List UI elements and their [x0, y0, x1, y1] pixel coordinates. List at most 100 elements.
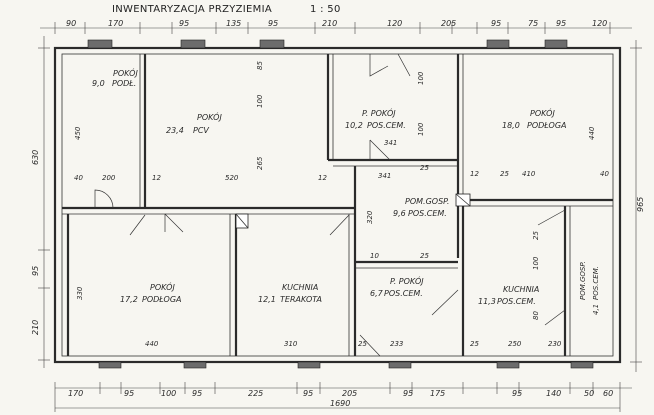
inner-dim-25e: 25	[470, 340, 479, 348]
inner-dim-10: 10	[370, 252, 379, 260]
left-dim-2: 95	[31, 266, 40, 276]
inner-dim-440b: 440	[145, 340, 159, 348]
inner-dim-85: 85	[256, 61, 264, 70]
bottom-dim-3: 100	[161, 389, 176, 398]
inner-dim-25a: 25	[420, 164, 429, 172]
bottom-dim-2: 95	[124, 389, 134, 398]
inner-dim-100c: 100	[417, 122, 425, 136]
room-6-floor: PODŁOGA	[142, 295, 182, 304]
room-5-name: POM.GOSP.	[405, 197, 449, 206]
inner-dim-12b: 12	[318, 174, 327, 182]
bottom-dim-9: 175	[430, 389, 445, 398]
inner-dim-25f: 230	[548, 340, 562, 348]
room-7-floor: TERAKOTA	[280, 295, 322, 304]
inner-dim-341a: 341	[384, 139, 397, 147]
top-dim-1: 90	[66, 19, 76, 28]
right-dimension-line: 965	[630, 40, 645, 372]
room-label-pom-gosp-2: POM.GOSP. 4,1 POS.CEM.	[579, 261, 600, 315]
bottom-dim-10: 95	[512, 389, 522, 398]
interior-walls	[62, 54, 613, 356]
room-8-name: P. POKÓJ	[390, 275, 424, 286]
inner-dim-100b: 100	[417, 71, 425, 85]
total-width-dim: 1690	[330, 399, 350, 408]
doors	[94, 53, 566, 357]
left-dimension-line: 630 95 210	[31, 36, 50, 368]
inner-dim-80: 100	[532, 256, 540, 270]
room-label-pokoj-3: POKÓJ 18,0 PODŁOGA	[502, 107, 567, 130]
bottom-dim-11: 140	[546, 389, 561, 398]
room-6-name: POKÓJ	[150, 281, 175, 292]
inner-dim-230: 80	[532, 311, 540, 320]
top-dim-7: 120	[387, 19, 402, 28]
room-4-area: 18,0	[502, 121, 520, 130]
inner-dim-310: 310	[284, 340, 298, 348]
room-10-area: 4,1	[592, 304, 600, 315]
room-3-name: P. POKÓJ	[362, 107, 396, 118]
room-label-kuchnia-2: KUCHNIA 11,3 POS.CEM.	[478, 285, 539, 306]
room-label-pom-gosp-1: POM.GOSP. 9,6 POS.CEM.	[393, 197, 449, 218]
plan-title: INWENTARYZACJA PRZYZIEMIA	[112, 4, 272, 15]
room-6-area: 17,2	[120, 295, 138, 304]
room-label-p-pokoj-1: P. POKÓJ 10,2 POS.CEM.	[345, 107, 406, 130]
inner-dimensions: 450 40 200 12 520 12 265 100 85 100 100 …	[74, 61, 609, 348]
inner-dim-25b: 25	[500, 170, 509, 178]
inner-dim-330: 330	[76, 286, 84, 300]
inner-dim-265: 265	[256, 156, 264, 170]
room-10-floor: POS.CEM.	[592, 266, 600, 300]
left-dim-3: 210	[31, 320, 40, 335]
inner-dim-320: 320	[366, 210, 374, 224]
room-9-floor: POS.CEM.	[497, 297, 536, 306]
bottom-dim-12: 50	[584, 389, 594, 398]
bottom-dim-5: 225	[248, 389, 263, 398]
inner-dim-440a: 440	[588, 126, 596, 140]
top-dim-11: 95	[556, 19, 566, 28]
bottom-dimension-line: 170 95 100 95 225 95 205 95 175 95 140 5…	[54, 382, 632, 412]
inner-dim-233: 233	[390, 340, 403, 348]
room-5-area: 9,6	[393, 209, 406, 218]
room-1-area: 9,0	[92, 79, 105, 88]
room-3-floor: POS.CEM.	[367, 121, 406, 130]
bottom-dim-4: 95	[192, 389, 202, 398]
inner-dim-450a: 450	[74, 126, 82, 140]
inner-dim-25d: 25	[358, 340, 367, 348]
room-8-floor: POS.CEM.	[384, 289, 423, 298]
inner-dim-200: 200	[102, 174, 116, 182]
room-10-name: POM.GOSP.	[579, 261, 587, 300]
top-dim-6: 210	[322, 19, 337, 28]
inner-dim-40a: 40	[74, 174, 83, 182]
top-dim-8: 205	[441, 19, 456, 28]
room-label-pokoj-1: POKÓJ 9,0 PODŁ.	[92, 67, 138, 88]
top-dim-9: 95	[491, 19, 501, 28]
top-dimension-line: 90 170 95 135 95 210 120 205 95 75 95 12…	[40, 19, 632, 34]
bottom-dim-13: 60	[603, 389, 613, 398]
windows-top	[87, 39, 568, 49]
inner-dim-40b: 40	[600, 170, 609, 178]
bottom-dim-1: 170	[68, 389, 83, 398]
room-label-pokoj-4: POKÓJ 17,2 PODŁOGA	[120, 281, 182, 304]
left-dim-1: 630	[31, 150, 40, 165]
room-label-p-pokoj-2: P. POKÓJ 6,7 POS.CEM.	[370, 275, 424, 298]
inner-dim-12a: 12	[152, 174, 161, 182]
room-2-floor: PCV	[193, 126, 209, 135]
inner-dim-410: 410	[522, 170, 536, 178]
room-7-area: 12,1	[258, 295, 276, 304]
top-dim-10: 75	[528, 19, 538, 28]
inner-dim-100a: 100	[256, 94, 264, 108]
room-8-area: 6,7	[370, 289, 384, 298]
bottom-dim-8: 95	[403, 389, 413, 398]
inner-dim-100d: 25	[532, 231, 540, 240]
inner-dim-250: 250	[508, 340, 522, 348]
bottom-dim-7: 205	[342, 389, 357, 398]
bottom-dim-6: 95	[303, 389, 313, 398]
inner-dim-25c: 25	[420, 252, 429, 260]
windows-bottom	[98, 361, 594, 369]
plan-scale: 1 : 50	[310, 4, 341, 15]
room-9-area: 11,3	[478, 297, 496, 306]
room-5-floor: POS.CEM.	[408, 209, 447, 218]
room-label-kuchnia-1: KUCHNIA 12,1 TERAKOTA	[258, 283, 322, 304]
room-label-pokoj-2: POKÓJ 23,4 PCV	[166, 111, 222, 135]
room-9-name: KUCHNIA	[503, 285, 539, 294]
inner-dim-12c: 12	[470, 170, 479, 178]
inner-dim-341b: 341	[378, 172, 391, 180]
